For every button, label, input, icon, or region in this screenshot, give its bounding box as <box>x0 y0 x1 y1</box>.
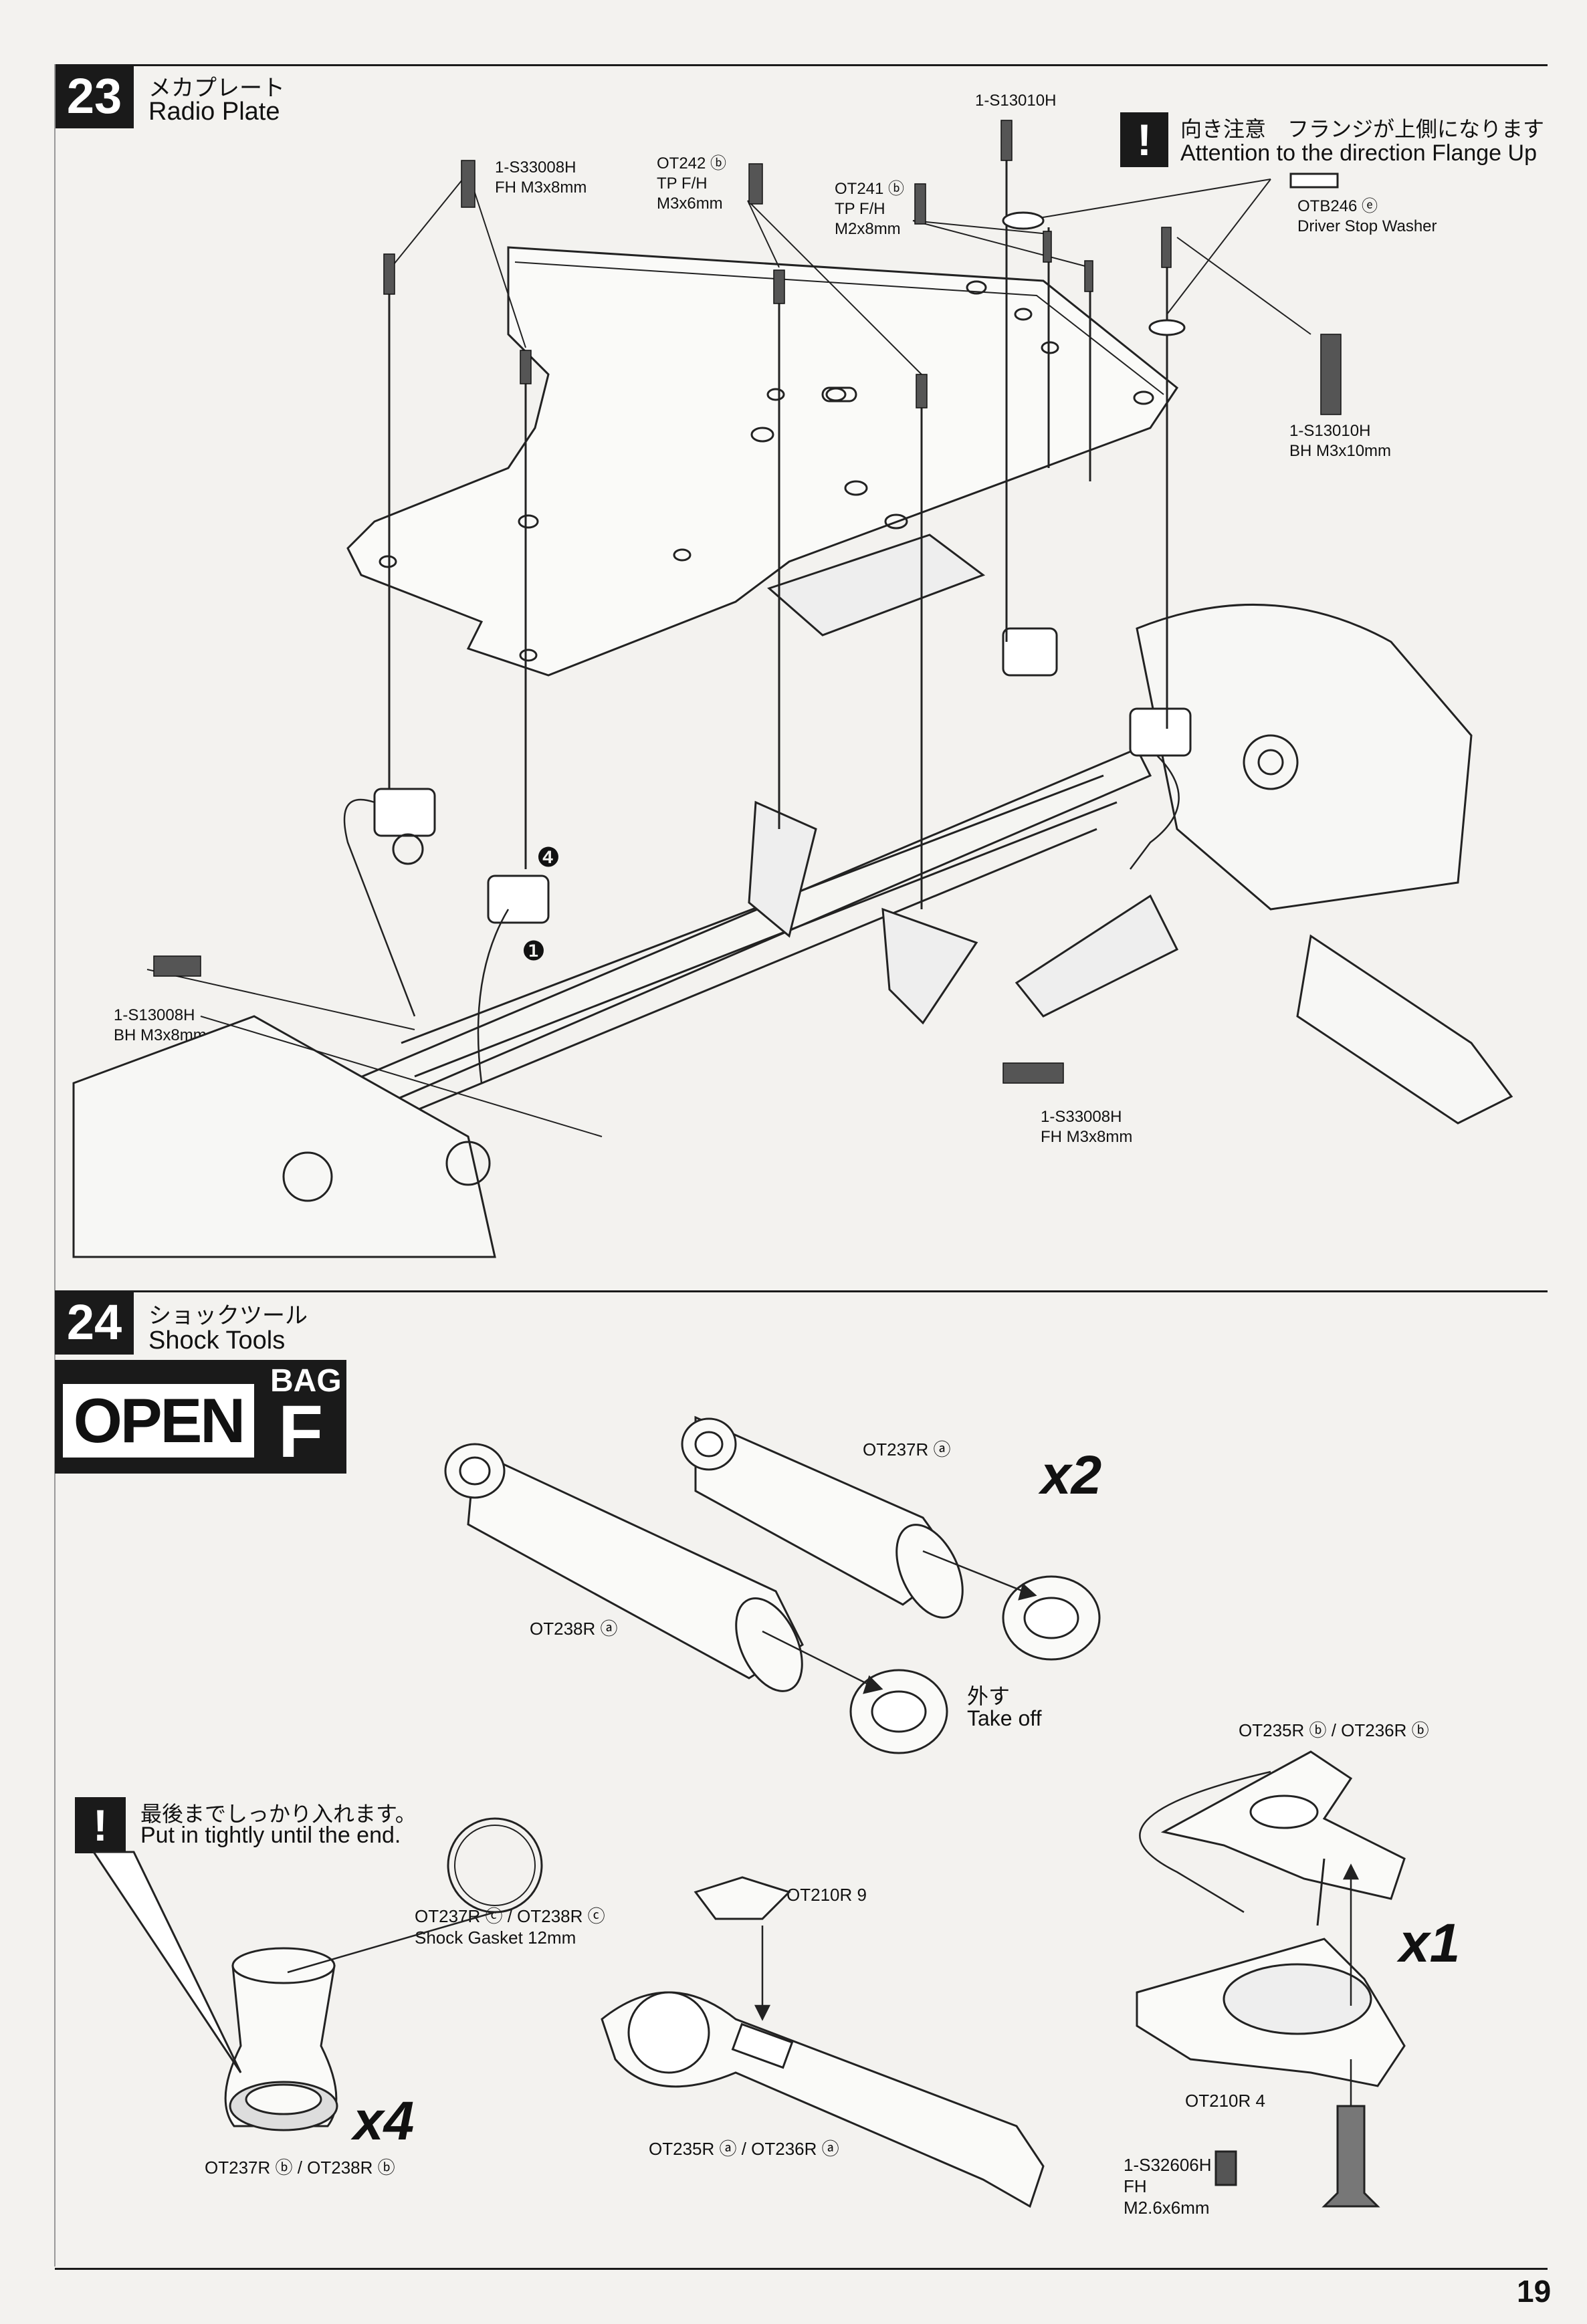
open-label-box: OPEN <box>60 1381 257 1460</box>
bag-letter: F <box>278 1391 324 1473</box>
attention-warning-icon: ! <box>1120 112 1168 167</box>
tight-text-en: Put in tightly until the end. <box>140 1823 401 1848</box>
label-ot235-236-a: OT235R ⓐ / OT236R ⓐ <box>649 2139 839 2159</box>
step23-title-en: Radio Plate <box>148 98 280 126</box>
step23-title-jp: メカプレート <box>148 75 285 102</box>
bag-label: BAG <box>270 1363 342 1399</box>
label-ot210r4: OT210R 4 <box>1185 2091 1265 2111</box>
label-ot238ra: OT238R ⓐ <box>530 1619 618 1639</box>
step23-number: 23 <box>55 64 134 128</box>
label-ot237ra: OT237R ⓐ <box>863 1439 951 1460</box>
quantity-x4: x4 <box>353 2091 415 2152</box>
attention-text-en: Attention to the direction Flange Up <box>1180 140 1537 166</box>
quantity-x1: x1 <box>1399 1913 1461 1974</box>
callout-3: ❸ <box>1176 687 1200 718</box>
takeoff-jp: 外す <box>967 1683 1011 1709</box>
step24-number: 24 <box>55 1290 134 1355</box>
quantity-x2: x2 <box>1041 1445 1102 1506</box>
tight-text-jp: 最後までしっかり入れます。 <box>140 1801 417 1827</box>
step24-title-jp: ショックツール <box>148 1302 308 1329</box>
label-screw-s32606h: 1-S32606H FH M2.6x6mm <box>1124 2155 1212 2218</box>
page-number: 19 <box>1517 2274 1552 2309</box>
page-bottom-rule <box>55 2268 1548 2270</box>
open-label: OPEN <box>73 1385 245 1456</box>
callout-4: ❹ <box>536 842 560 873</box>
part-label-s13010h-top: 1-S13010H <box>975 92 1057 110</box>
callout-2: ❷ <box>1177 761 1201 792</box>
label-ot235-236-b: OT235R ⓑ / OT236R ⓑ <box>1239 1720 1429 1740</box>
step23-top-rule <box>55 64 1548 66</box>
label-ot237-238-b: OT237R ⓑ / OT238R ⓑ <box>205 2158 395 2178</box>
step24-top-rule <box>55 1290 1548 1292</box>
open-bag-badge: OPEN BAG F <box>55 1360 346 1474</box>
takeoff-en: Take off <box>967 1706 1042 1730</box>
attention-text-jp: 向き注意 フランジが上側になります <box>1180 116 1545 142</box>
tight-warning-icon: ! <box>75 1797 126 1853</box>
callout-1: ❶ <box>522 936 546 967</box>
label-gasket: OT237R ⓒ / OT238R ⓒ Shock Gasket 12mm <box>415 1906 605 1948</box>
label-ot210r9: OT210R 9 <box>786 1885 867 1905</box>
step24-title-en: Shock Tools <box>148 1326 286 1355</box>
